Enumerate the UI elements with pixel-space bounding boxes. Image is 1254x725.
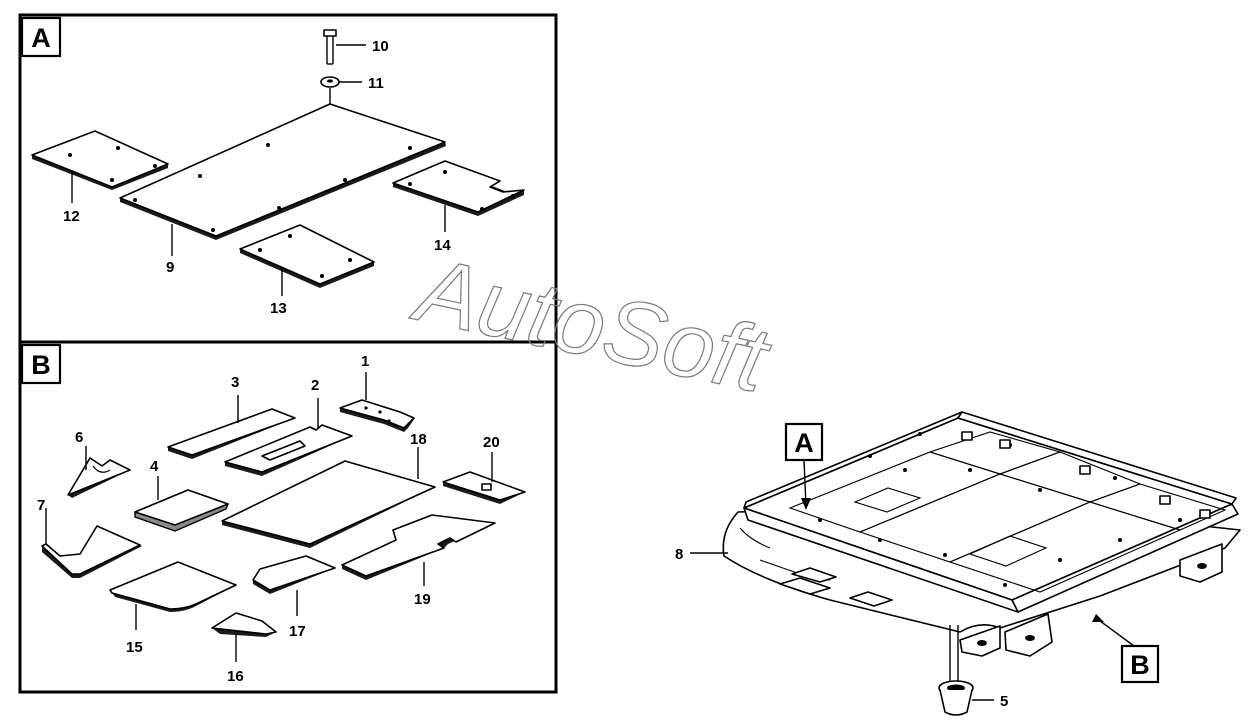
plate-part-18 [221,447,436,548]
callout-16: 16 [227,668,244,685]
callout-20: 20 [483,434,500,451]
plate-part-19 [341,514,496,586]
floor-assembly: A B 8 5 [675,411,1241,716]
detail-a-tag-label: A [31,23,51,53]
callout-15: 15 [126,639,143,656]
plate-part-6 [67,446,131,498]
watermark: AutoSoft [404,237,780,413]
floor-plate-part-9 [119,103,446,256]
pad-part-4 [134,476,229,532]
plate-part-16 [211,612,277,662]
assembly-a-tag-label: A [794,428,814,458]
callout-6: 6 [75,429,83,446]
plate-part-20 [442,452,526,504]
drain-cup-part-5 [938,625,994,716]
callout-18: 18 [410,431,427,448]
detail-a-tag-box [20,16,62,58]
plate-part-1 [339,372,415,432]
watermark-text: AutoSoft [404,238,779,413]
callout-1: 1 [361,353,369,370]
plate-part-14 [392,160,525,232]
callout-17: 17 [289,623,306,640]
plate-part-13 [239,224,375,296]
detail-b-tag-label: B [31,350,51,380]
callout-12: 12 [63,208,80,225]
bolt-part-10 [323,29,366,65]
plate-part-17 [252,555,336,616]
plate-part-2 [224,398,353,476]
plate-part-7 [41,508,142,578]
detail-b-frame [18,340,558,694]
assembly-b-tag-box [1120,644,1160,684]
callout-19: 19 [414,591,431,608]
detail-b-panel: B 1 2 3 [18,340,558,694]
mount-bracket-front [959,543,1223,657]
plate-part-15 [109,561,237,630]
detail-b-tag-box [20,343,62,385]
plate-part-12 [31,130,169,203]
callout-8: 8 [675,546,683,563]
detail-a-panel: A 10 11 [18,13,558,344]
callout-2: 2 [311,377,319,394]
assembly-b-tag-label: B [1130,650,1150,680]
callout-11: 11 [368,75,384,92]
callout-14: 14 [434,237,451,254]
callout-7: 7 [37,497,45,514]
callout-13: 13 [270,300,287,317]
callout-9: 9 [166,259,174,276]
plate-part-3 [167,395,296,459]
callout-3: 3 [231,374,239,391]
callout-5: 5 [1000,693,1008,710]
callout-4: 4 [150,458,159,475]
callout-10: 10 [372,38,389,55]
